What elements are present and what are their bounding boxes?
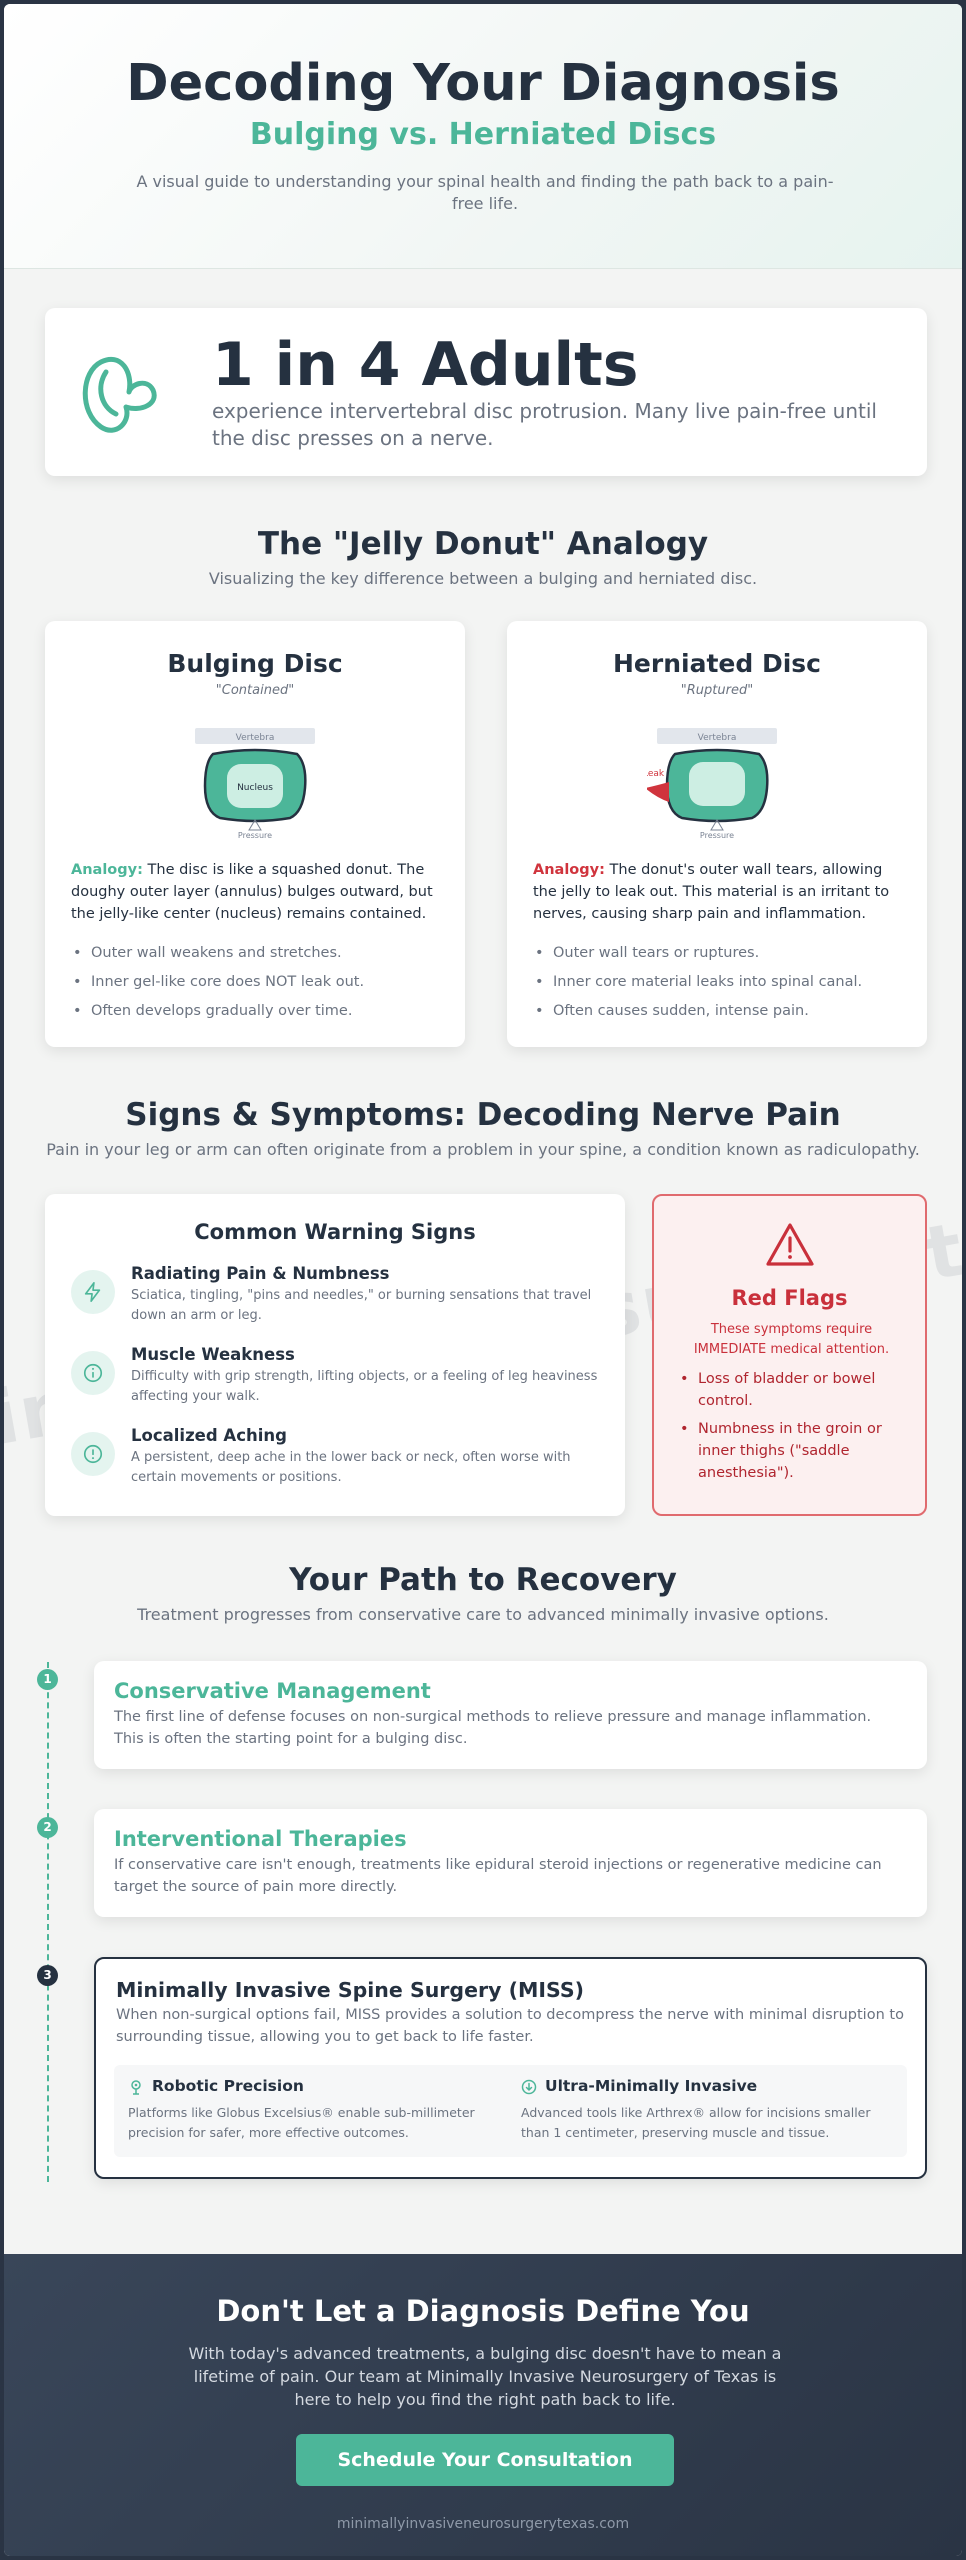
sign-title: Localized Aching <box>131 1426 287 1445</box>
miss-features: Robotic Precision Platforms like Globus … <box>114 2065 907 2157</box>
symptoms-title: Signs & Symptoms: Decoding Nerve Pain <box>125 1097 841 1133</box>
red-flags-subtitle: These symptoms require IMMEDIATE medical… <box>693 1322 890 1357</box>
schedule-consultation-button[interactable]: Schedule Your Consultation <box>296 2434 674 2486</box>
red-flags-title: Red Flags <box>731 1286 848 1310</box>
robot-icon <box>131 2080 141 2095</box>
bulging-disc-card: Bulging Disc "Contained" Vertebra Nucleu… <box>45 621 465 1047</box>
website-link[interactable]: minimallyinvasiveneurosurgerytexas.com <box>336 2516 630 2532</box>
footer-title: Don't Let a Diagnosis Define You <box>216 2294 750 2328</box>
list-item: Often develops gradually over time. <box>71 997 441 1026</box>
herniated-tag: "Ruptured" <box>680 683 754 698</box>
leak-label: Leak <box>647 769 665 779</box>
timeline-line <box>47 1662 49 2182</box>
analogy-label: Analogy: <box>533 862 605 878</box>
step-card-interventional: Interventional Therapies If conservative… <box>94 1809 927 1917</box>
herniated-vertebra-label: Vertebra <box>698 733 737 743</box>
herniated-disc-card: Herniated Disc "Ruptured" Vertebra Leak … <box>507 621 927 1047</box>
feature-desc: Platforms like Globus Excelsius® enable … <box>128 2105 475 2140</box>
page-subtitle: Bulging vs. Herniated Discs <box>249 117 717 152</box>
herniated-analogy: Analogy: The donut's outer wall tears, a… <box>533 859 903 925</box>
alert-circle-icon <box>71 1432 115 1476</box>
bulging-title: Bulging Disc <box>167 649 343 678</box>
symptoms-subtitle: Pain in your leg or arm can often origin… <box>46 1140 920 1159</box>
list-item: Inner core material leaks into spinal ca… <box>533 968 903 997</box>
step-number: 1 <box>37 1669 58 1690</box>
stat-text: experience intervertebral disc protrusio… <box>212 399 877 450</box>
red-flags-card: Red Flags These symptoms require IMMEDIA… <box>652 1194 927 1516</box>
analogy-subtitle: Visualizing the key difference between a… <box>208 569 758 588</box>
step-desc: If conservative care isn't enough, treat… <box>114 1857 882 1895</box>
sign-desc: A persistent, deep ache in the lower bac… <box>131 1450 571 1485</box>
stat-card: 1 in 4 Adults experience intervertebral … <box>45 308 927 476</box>
list-item: Outer wall weakens and stretches. <box>71 939 441 968</box>
warning-title: Common Warning Signs <box>194 1220 476 1244</box>
list-item: Loss of bladder or bowel control. <box>678 1368 906 1412</box>
feature-title: Robotic Precision <box>152 2077 304 2095</box>
bulging-vertebra-label: Vertebra <box>236 733 275 743</box>
spine-disc-icon <box>82 356 157 433</box>
bulging-points: Outer wall weakens and stretches. Inner … <box>71 939 441 1026</box>
analogy-text: The donut's outer wall tears, allowing t… <box>533 862 890 922</box>
herniated-pressure-label: Pressure <box>700 831 734 840</box>
red-flags-list: Loss of bladder or bowel control. Numbne… <box>678 1368 906 1490</box>
bulging-pressure-label: Pressure <box>238 831 272 840</box>
list-item: Outer wall tears or ruptures. <box>533 939 903 968</box>
list-item: Often causes sudden, intense pain. <box>533 997 903 1026</box>
step-number: 3 <box>37 1965 58 1986</box>
stat-headline: 1 in 4 Adults <box>212 330 639 400</box>
warning-signs-card: Common Warning Signs Radiating Pain & Nu… <box>45 1194 625 1516</box>
sign-title: Muscle Weakness <box>131 1345 295 1364</box>
analogy-label: Analogy: <box>71 862 143 878</box>
step-title: Minimally Invasive Spine Surgery (MISS) <box>116 1978 584 2002</box>
lightning-icon <box>71 1270 115 1314</box>
sign-desc: Difficulty with grip strength, lifting o… <box>131 1369 598 1404</box>
sign-title: Radiating Pain & Numbness <box>131 1264 390 1283</box>
info-icon <box>71 1351 115 1395</box>
list-item: Inner gel-like core does NOT leak out. <box>71 968 441 997</box>
footer-text: With today's advanced treatments, a bulg… <box>188 2344 782 2409</box>
bulging-disc-diagram: Vertebra Nucleus Pressure <box>195 728 315 840</box>
analogy-text: The disc is like a squashed donut. The d… <box>71 862 433 922</box>
feature-title: Ultra-Minimally Invasive <box>545 2077 758 2095</box>
footer-cta-section: Don't Let a Diagnosis Define You With to… <box>4 2254 962 2556</box>
page-title: Decoding Your Diagnosis <box>126 54 840 113</box>
hero-section: Decoding Your Diagnosis Bulging vs. Hern… <box>4 4 962 269</box>
step-number: 2 <box>37 1817 58 1838</box>
analogy-title: The "Jelly Donut" Analogy <box>257 526 709 562</box>
nucleus-label: Nucleus <box>237 783 273 793</box>
step-card-conservative: Conservative Management The first line o… <box>94 1661 927 1769</box>
warning-triangle-icon <box>766 1223 814 1266</box>
step-desc: When non-surgical options fail, MISS pro… <box>116 2007 904 2045</box>
step-title: Interventional Therapies <box>114 1827 407 1851</box>
hero-description: A visual guide to understanding your spi… <box>136 172 834 213</box>
step-card-miss: Minimally Invasive Spine Surgery (MISS) … <box>94 1957 927 2179</box>
recovery-subtitle: Treatment progresses from conservative c… <box>137 1605 829 1624</box>
down-arrow-circle-icon <box>521 2079 537 2095</box>
feature-desc: Advanced tools like Arthrex® allow for i… <box>521 2105 871 2140</box>
herniated-points: Outer wall tears or ruptures. Inner core… <box>533 939 903 1026</box>
bulging-analogy: Analogy: The disc is like a squashed don… <box>71 859 441 925</box>
sign-desc: Sciatica, tingling, "pins and needles," … <box>131 1288 592 1323</box>
herniated-title: Herniated Disc <box>613 649 821 678</box>
herniated-disc-diagram: Vertebra Leak Pressure <box>647 728 777 840</box>
step-desc: The first line of defense focuses on non… <box>114 1709 872 1747</box>
bulging-tag: "Contained" <box>215 683 295 698</box>
list-item: Numbness in the groin or inner thighs ("… <box>678 1418 906 1484</box>
recovery-title: Your Path to Recovery <box>289 1562 677 1598</box>
step-title: Conservative Management <box>114 1679 431 1703</box>
